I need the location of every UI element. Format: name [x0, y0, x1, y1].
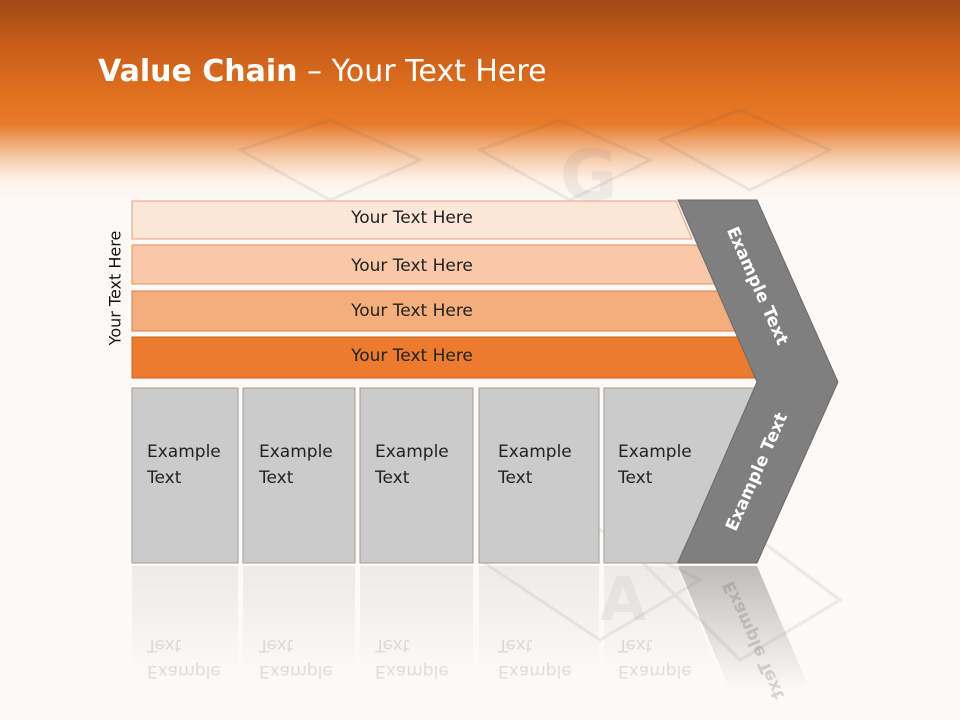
column-1-reflection-line2: Text — [147, 635, 182, 655]
column-3 — [359, 387, 474, 564]
column-1-label: Example Text — [147, 439, 247, 491]
column-4-reflection-line1: Example — [498, 661, 572, 681]
column-2-reflection-line2: Text — [259, 635, 294, 655]
column-5-label: Example Text — [618, 439, 718, 491]
column-4-reflection-line2: Text — [498, 635, 533, 655]
column-5-line1: Example — [618, 442, 692, 462]
column-2-line2: Text — [259, 468, 294, 488]
column-5-reflection-line1: Example — [618, 661, 692, 681]
column-5-line2: Text — [618, 468, 653, 488]
header-band — [0, 0, 960, 200]
column-5-reflection-line2: Text — [618, 635, 653, 655]
column-3-line2: Text — [375, 468, 410, 488]
title-bold: Value Chain — [98, 54, 298, 89]
side-label: Your Text Here — [105, 230, 125, 346]
column-4-line2: Text — [498, 468, 533, 488]
column-4-line1: Example — [498, 442, 572, 462]
column-5-reflection: Example Text — [618, 632, 718, 684]
column-1-line1: Example — [147, 442, 221, 462]
column-5 — [603, 387, 761, 564]
chevron-arrow — [677, 199, 839, 564]
column-1-reflection-line1: Example — [147, 661, 221, 681]
title-rest: – Your Text Here — [297, 54, 547, 89]
column-4-label: Example Text — [498, 439, 598, 491]
column-1 — [131, 387, 239, 564]
column-2-reflection-line1: Example — [259, 661, 333, 681]
column-reflections — [132, 566, 720, 676]
column-2-label: Example Text — [259, 439, 359, 491]
column-2-reflection: Example Text — [259, 632, 359, 684]
bar-3-label: Your Text Here — [351, 301, 473, 321]
slide-title: Value Chain – Your Text Here — [98, 54, 547, 89]
bar-1 — [131, 200, 693, 240]
column-1-reflection: Example Text — [147, 632, 247, 684]
column-4-reflection: Example Text — [498, 632, 598, 684]
bar-4-label: Your Text Here — [351, 346, 473, 366]
column-3-reflection-line2: Text — [375, 635, 410, 655]
chevron-reflection — [678, 566, 810, 690]
bar-2-label: Your Text Here — [351, 256, 473, 276]
column-2-line1: Example — [259, 442, 333, 462]
column-3-label: Example Text — [375, 439, 475, 491]
bar-1-label: Your Text Here — [351, 208, 473, 228]
column-3-reflection-line1: Example — [375, 661, 449, 681]
column-1-line2: Text — [147, 468, 182, 488]
column-2 — [242, 387, 356, 564]
column-4 — [478, 387, 600, 564]
column-3-line1: Example — [375, 442, 449, 462]
column-3-reflection: Example Text — [375, 632, 475, 684]
